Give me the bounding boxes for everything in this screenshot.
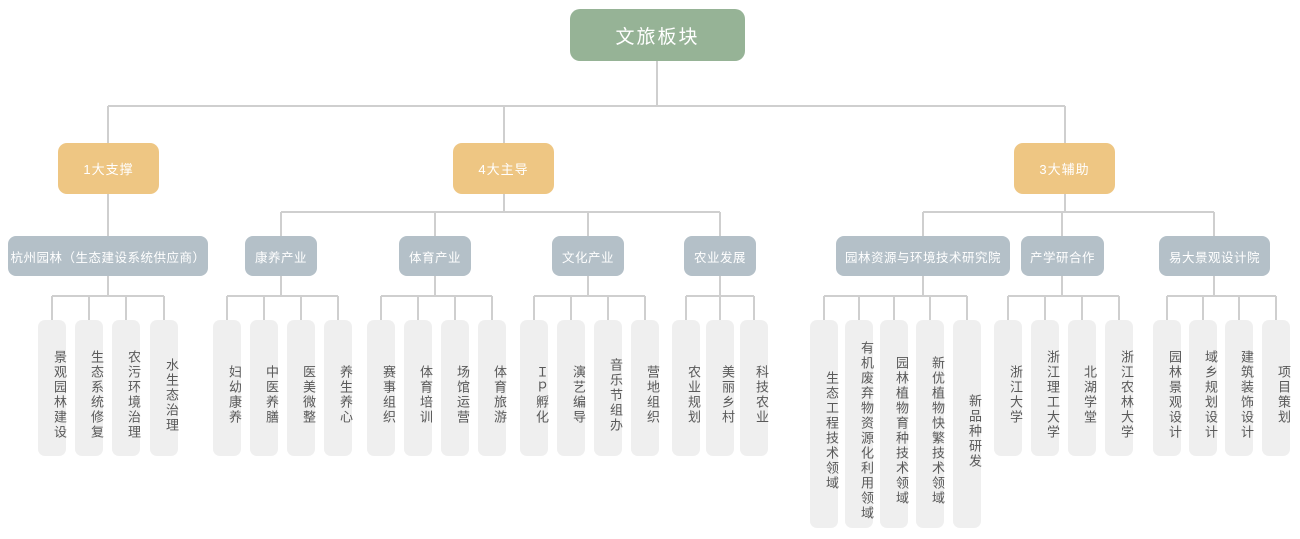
level3-node-industry-academia[interactable]: 产学研合作 bbox=[1021, 236, 1104, 276]
leaf-node-13[interactable]: Ｉｐ孵化 bbox=[520, 320, 549, 456]
leaf-node-5[interactable]: 妇幼康养 bbox=[213, 320, 242, 456]
leaf-node-15[interactable]: 音乐节组办 bbox=[594, 320, 623, 456]
leaf-node-7[interactable]: 医美微整 bbox=[287, 320, 316, 456]
leaf-node-22[interactable]: 园林植物育种技术领域 bbox=[880, 320, 909, 528]
leaf-node-20[interactable]: 生态工程技术领域 bbox=[810, 320, 839, 528]
leaf-node-8[interactable]: 养生养心 bbox=[324, 320, 353, 456]
leaf-node-12[interactable]: 体育旅游 bbox=[478, 320, 507, 456]
leaf-node-24[interactable]: 新品种研发 bbox=[953, 320, 982, 528]
leaf-node-11[interactable]: 场馆运营 bbox=[441, 320, 470, 456]
leaf-node-32[interactable]: 项目策划 bbox=[1262, 320, 1291, 456]
level3-node-health-industry[interactable]: 康养产业 bbox=[245, 236, 317, 276]
leaf-node-28[interactable]: 浙江农林大学 bbox=[1105, 320, 1134, 456]
leaf-node-4[interactable]: 水生态治理 bbox=[150, 320, 179, 456]
leaf-node-2[interactable]: 生态系统修复 bbox=[75, 320, 104, 456]
leaf-node-19[interactable]: 科技农业 bbox=[740, 320, 769, 456]
level3-node-culture-industry[interactable]: 文化产业 bbox=[552, 236, 624, 276]
leaf-node-6[interactable]: 中医养膳 bbox=[250, 320, 279, 456]
level3-node-research-institute[interactable]: 园林资源与环境技术研究院 bbox=[836, 236, 1010, 276]
level3-node-hangzhou-garden[interactable]: 杭州园林（生态建设系统供应商） bbox=[8, 236, 208, 276]
level3-node-yida-landscape[interactable]: 易大景观设计院 bbox=[1159, 236, 1270, 276]
leaf-node-26[interactable]: 浙江理工大学 bbox=[1031, 320, 1060, 456]
leaf-node-30[interactable]: 域乡规划设计 bbox=[1189, 320, 1218, 456]
root-node[interactable]: 文旅板块 bbox=[570, 9, 745, 61]
level2-node-2[interactable]: 4大主导 bbox=[453, 143, 554, 194]
leaf-node-9[interactable]: 赛事组织 bbox=[367, 320, 396, 456]
level2-node-3[interactable]: 3大辅助 bbox=[1014, 143, 1115, 194]
level3-node-sports-industry[interactable]: 体育产业 bbox=[399, 236, 471, 276]
leaf-node-27[interactable]: 北湖学堂 bbox=[1068, 320, 1097, 456]
leaf-node-25[interactable]: 浙江大学 bbox=[994, 320, 1023, 456]
level2-node-1[interactable]: 1大支撑 bbox=[58, 143, 159, 194]
leaf-node-23[interactable]: 新优植物快繁技术领域 bbox=[916, 320, 945, 528]
leaf-node-31[interactable]: 建筑装饰设计 bbox=[1225, 320, 1254, 456]
leaf-node-18[interactable]: 美丽乡村 bbox=[706, 320, 735, 456]
level3-node-agriculture-development[interactable]: 农业发展 bbox=[684, 236, 756, 276]
leaf-node-16[interactable]: 营地组织 bbox=[631, 320, 660, 456]
leaf-node-3[interactable]: 农污环境治理 bbox=[112, 320, 141, 456]
leaf-node-14[interactable]: 演艺编导 bbox=[557, 320, 586, 456]
leaf-node-1[interactable]: 景观园林建设 bbox=[38, 320, 67, 456]
leaf-node-21[interactable]: 有机废弃物资源化利用领域 bbox=[845, 320, 874, 528]
leaf-node-17[interactable]: 农业规划 bbox=[672, 320, 701, 456]
leaf-node-10[interactable]: 体育培训 bbox=[404, 320, 433, 456]
leaf-node-29[interactable]: 园林景观设计 bbox=[1153, 320, 1182, 456]
